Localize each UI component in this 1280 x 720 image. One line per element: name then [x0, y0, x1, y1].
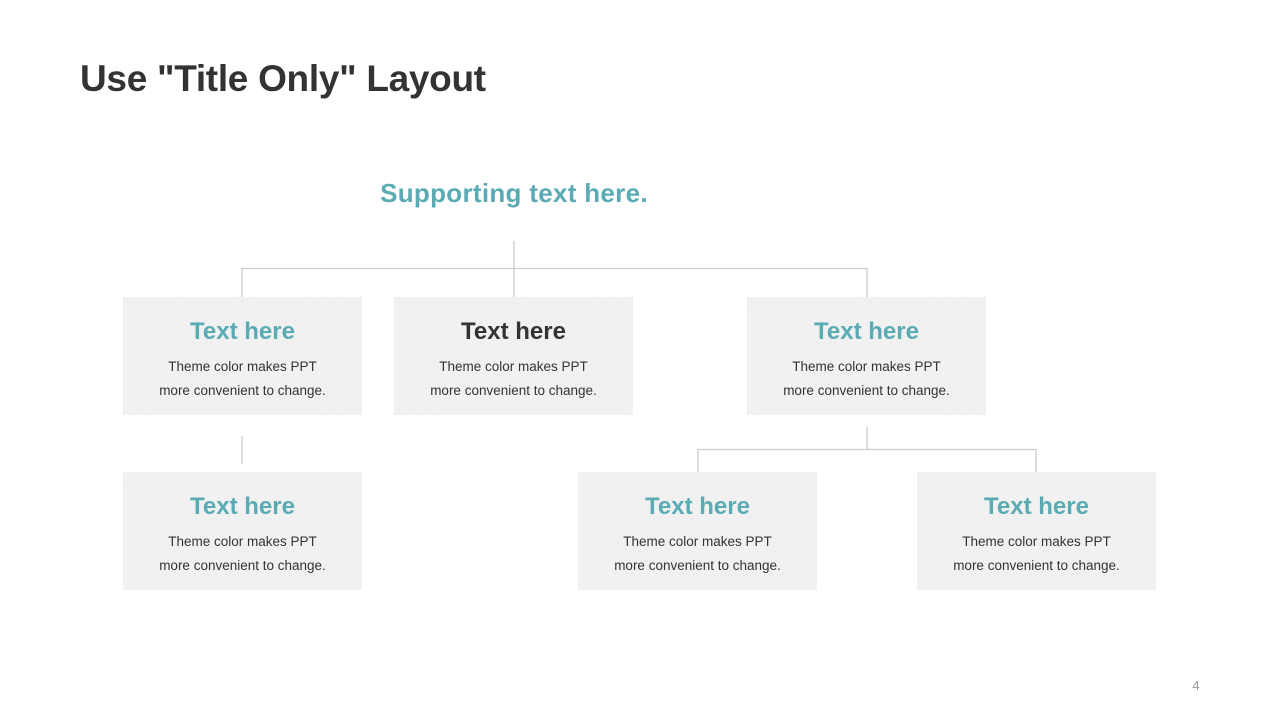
node-description: Theme color makes PPT more convenient to…	[578, 530, 817, 578]
node-title: Text here	[814, 318, 919, 345]
node-description-line: Theme color makes PPT	[439, 359, 588, 374]
node-description-line: Theme color makes PPT	[962, 534, 1111, 549]
node-description-line: Theme color makes PPT	[623, 534, 772, 549]
node-description-line: more convenient to change.	[430, 383, 597, 398]
node-box: Text here Theme color makes PPT more con…	[917, 472, 1156, 590]
slide-title: Use "Title Only" Layout	[80, 58, 486, 99]
node-title: Text here	[461, 318, 566, 345]
node-description-line: more convenient to change.	[159, 558, 326, 573]
diagram-root-label: Supporting text here.	[380, 178, 648, 208]
node-box: Text here Theme color makes PPT more con…	[578, 472, 817, 590]
node-box: Text here Theme color makes PPT more con…	[394, 297, 633, 415]
node-description: Theme color makes PPT more convenient to…	[123, 355, 362, 403]
node-description-line: more convenient to change.	[159, 383, 326, 398]
node-description-line: Theme color makes PPT	[168, 359, 317, 374]
node-description-line: more convenient to change.	[614, 558, 781, 573]
node-description-line: more convenient to change.	[953, 558, 1120, 573]
node-title: Text here	[190, 318, 295, 345]
node-title: Text here	[190, 493, 295, 520]
node-description-line: more convenient to change.	[783, 383, 950, 398]
node-description-line: Theme color makes PPT	[168, 534, 317, 549]
node-title: Text here	[984, 493, 1089, 520]
node-description: Theme color makes PPT more convenient to…	[394, 355, 633, 403]
node-description: Theme color makes PPT more convenient to…	[123, 530, 362, 578]
node-description: Theme color makes PPT more convenient to…	[747, 355, 986, 403]
node-box: Text here Theme color makes PPT more con…	[123, 472, 362, 590]
node-box: Text here Theme color makes PPT more con…	[747, 297, 986, 415]
node-title: Text here	[645, 493, 750, 520]
node-description-line: Theme color makes PPT	[792, 359, 941, 374]
node-box: Text here Theme color makes PPT more con…	[123, 297, 362, 415]
page-number: 4	[1192, 678, 1200, 693]
node-description: Theme color makes PPT more convenient to…	[917, 530, 1156, 578]
